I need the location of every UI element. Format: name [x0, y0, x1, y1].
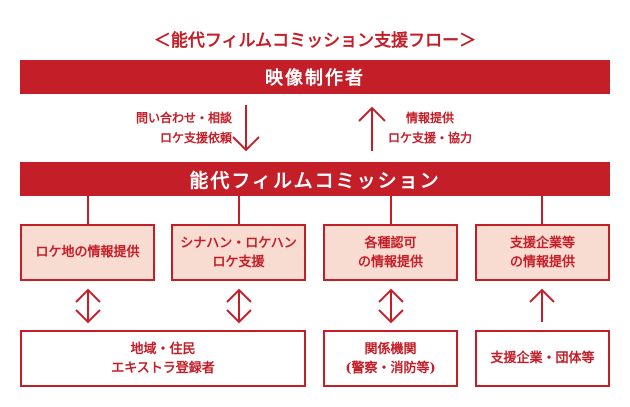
note-line: 問い合わせ・相談 [135, 111, 232, 125]
box-text: (警察・消防等) [345, 360, 436, 376]
service-box-location-hunting: シナハン・ロケハンロケ支援 [171, 224, 306, 281]
note-line: 情報提供 [406, 111, 455, 125]
note-line: ロケ支援依頼 [159, 131, 232, 145]
arrow-up-icon [358, 106, 386, 151]
box-text: シナハン・ロケハン [180, 235, 297, 251]
double-arrow-icon [75, 288, 101, 324]
note-line: ロケ支援・協力 [388, 131, 473, 145]
box-text: エキストラ登録者 [111, 360, 215, 376]
arrow-down-icon [232, 105, 260, 152]
box-text: 地域・住民 [130, 341, 196, 357]
service-box-permits: 各種認可の情報提供 [323, 224, 458, 281]
producer-bar: 映像制作者 [20, 60, 610, 94]
double-arrow-icon [226, 288, 252, 324]
box-text: の情報提供 [357, 254, 423, 270]
service-box-supporters: 支援企業等の情報提供 [475, 224, 610, 281]
box-text: 支援企業等 [509, 235, 575, 251]
box-text: 関係機関 [364, 341, 417, 357]
arrow-up-icon [529, 288, 555, 322]
partner-box-companies: 支援企業・団体等 [475, 330, 610, 387]
box-text: 支援企業・団体等 [490, 351, 595, 366]
box-text: 各種認可 [364, 235, 417, 251]
commission-bar: 能代フィルムコミッション [20, 162, 610, 196]
box-text: ロケ地の情報提供 [35, 245, 140, 260]
double-arrow-icon [378, 288, 404, 324]
support-note: 情報提供 ロケ支援・協力 [388, 108, 472, 148]
request-note: 問い合わせ・相談 ロケ支援依頼 [136, 108, 232, 148]
box-text: の情報提供 [509, 254, 575, 270]
box-text: ロケ支援 [212, 254, 265, 270]
service-box-location-info: ロケ地の情報提供 [20, 224, 155, 281]
page-title: ＜能代フィルムコミッション支援フロー＞ [153, 31, 477, 51]
partner-box-residents: 地域・住民エキストラ登録者 [20, 330, 306, 387]
partner-box-agencies: 関係機関 (警察・消防等) [323, 330, 458, 387]
